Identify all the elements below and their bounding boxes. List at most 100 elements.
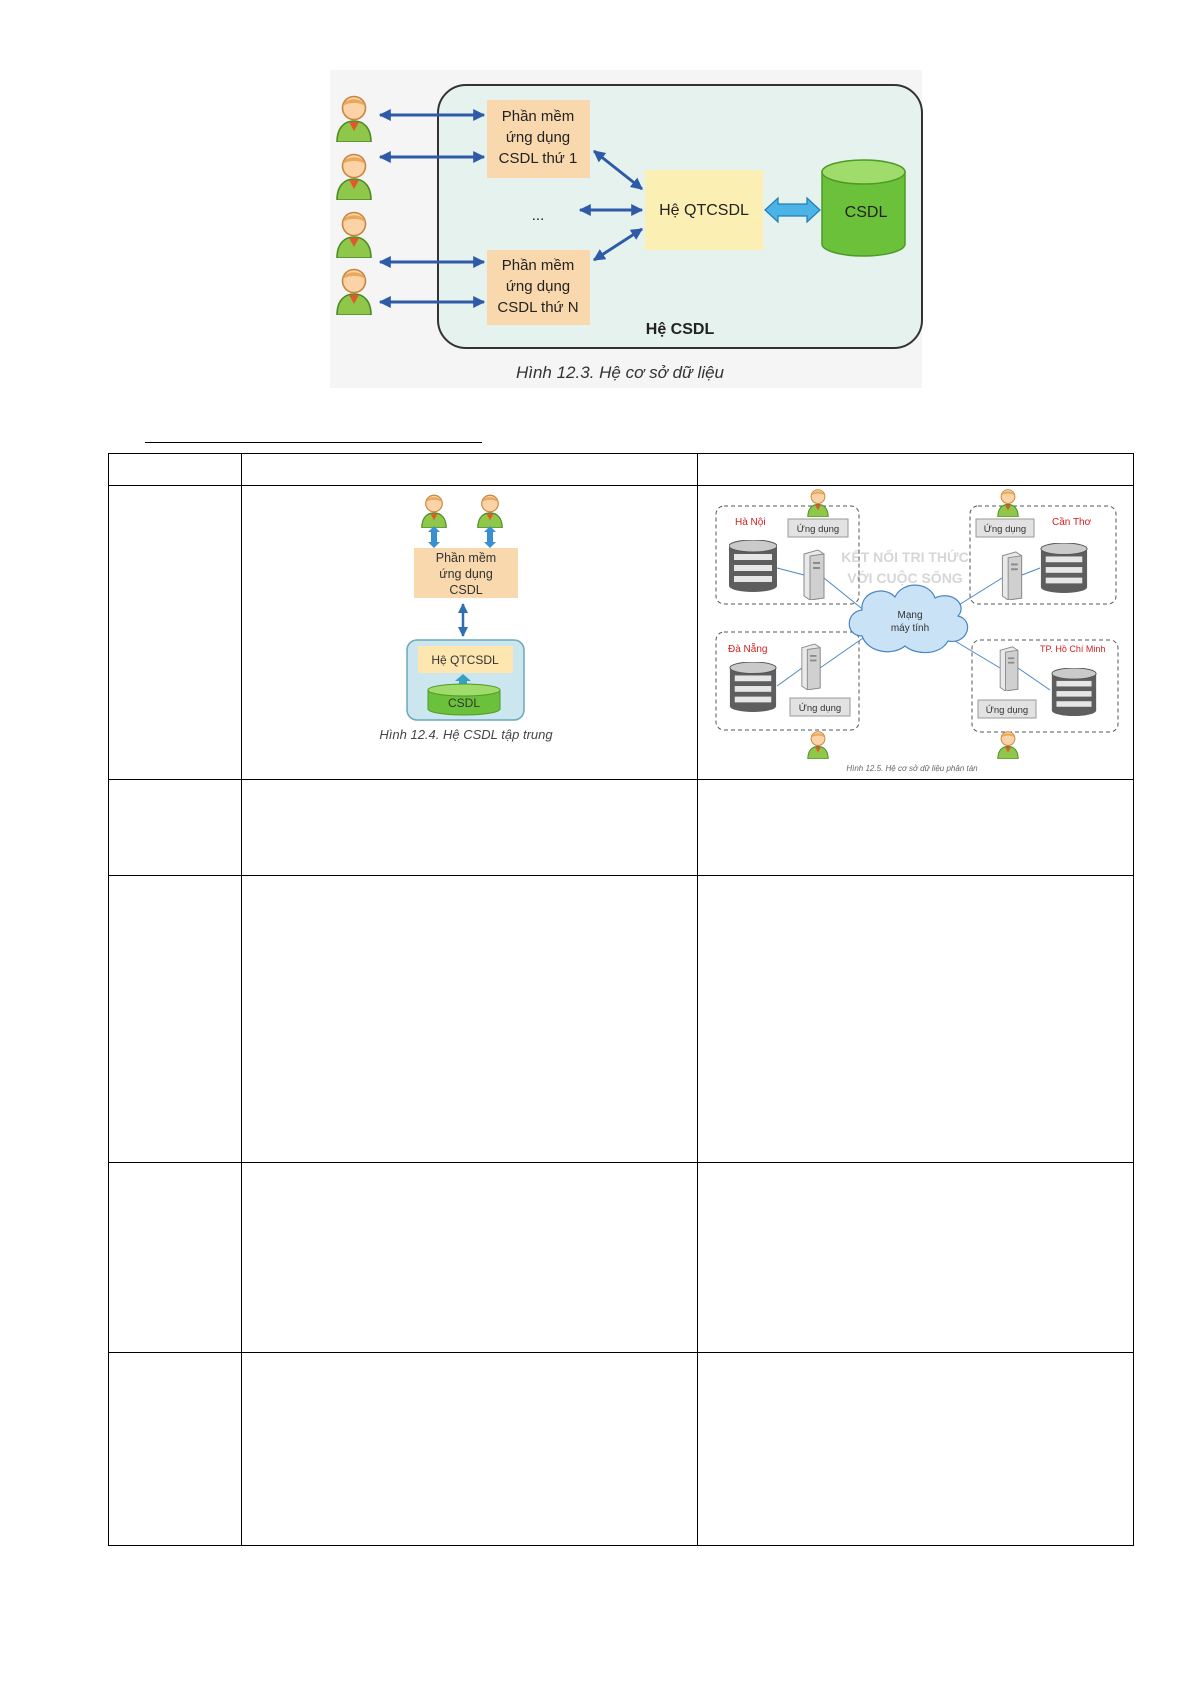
dbms-database-arrow <box>764 196 821 224</box>
server-icon <box>999 646 1019 691</box>
figure-database-system: Phần mềm ứng dụng CSDL thứ 1 ... Phần mề… <box>330 70 923 388</box>
person-icon <box>477 494 503 528</box>
database-label: CSDL <box>448 696 480 710</box>
database-icon-top <box>427 683 501 697</box>
dbms-label: Hệ QTCSDL <box>431 653 499 667</box>
table-cell <box>108 1162 242 1353</box>
app-dbms-arrow <box>593 149 643 191</box>
table-cell <box>697 1352 1134 1546</box>
table-row <box>108 1162 1134 1353</box>
app-line: CSDL <box>449 583 482 597</box>
table-cell <box>108 453 242 486</box>
table-cell <box>108 875 242 1163</box>
dbms-box <box>418 646 513 673</box>
table-cell <box>241 1162 698 1353</box>
table-cell <box>697 779 1134 876</box>
server-icon <box>801 643 821 690</box>
person-icon <box>421 494 447 528</box>
app-n-line: CSDL thứ N <box>497 299 578 316</box>
figure-caption: Hình 12.5. Hệ cơ sở dữ liệu phân tán <box>846 764 978 773</box>
worksheet-table <box>108 453 1134 1546</box>
site-label: Đà Nẵng <box>728 642 767 655</box>
table-cell <box>697 1162 1134 1353</box>
table-row <box>108 875 1134 1163</box>
database-label: CSDL <box>845 204 888 221</box>
person-icon <box>807 731 829 759</box>
app-box <box>789 697 851 717</box>
database-icon <box>821 171 906 257</box>
figure-caption: Hình 12.4. Hệ CSDL tập trung <box>379 727 553 742</box>
table-row <box>108 779 1134 876</box>
app-n-line: ứng dụng <box>506 278 570 295</box>
app-box <box>975 518 1035 538</box>
table-cell <box>241 779 698 876</box>
watermark-text: VỚI CUỘC SỐNG <box>847 569 963 586</box>
figure-centralized-database: Phần mềm ứng dụng CSDL Hệ QTCSDL CSDL Hì… <box>379 494 553 742</box>
table-cell <box>241 1352 698 1546</box>
site-danang <box>715 631 860 731</box>
table-cell-figure-centralized <box>241 485 698 780</box>
app-dbms-arrow <box>592 227 644 262</box>
server-icon <box>1001 551 1023 600</box>
network-link <box>949 637 1001 669</box>
app-box <box>787 518 849 538</box>
person-icon <box>997 731 1019 759</box>
user-app-arrow <box>428 526 440 548</box>
network-label: Mạng <box>897 610 922 621</box>
ellipsis: ... <box>532 207 545 224</box>
app-line: Phần mềm <box>436 551 496 565</box>
table-cell <box>241 453 698 486</box>
site-label: Hà Nội <box>735 517 766 528</box>
app-line: ứng dụng <box>439 567 493 581</box>
figure-distributed-database: KẾT NỐI TRI THỨC VỚI CUỘC SỐNG Hà Nội Cầ… <box>715 489 1119 773</box>
app-label: Ứng dụng <box>984 524 1026 535</box>
heading-underline <box>145 442 482 443</box>
table-cell <box>241 875 698 1163</box>
site-cantho <box>969 505 1117 605</box>
database-icon <box>729 540 777 592</box>
app-box <box>977 699 1037 719</box>
server-icon <box>803 549 825 600</box>
app-1-line: Phần mềm <box>502 108 575 125</box>
site-hanoi <box>715 505 860 605</box>
database-icon <box>1040 543 1088 593</box>
figure-caption: Hình 12.3. Hệ cơ sở dữ liệu <box>516 363 725 382</box>
app-box <box>414 548 518 598</box>
app-label: Ứng dụng <box>799 703 841 714</box>
network-link <box>776 667 803 687</box>
app-1-line: ứng dụng <box>506 129 570 146</box>
person-icon <box>997 489 1019 517</box>
network-link <box>776 567 805 576</box>
table-cell <box>697 453 1134 486</box>
table-cell <box>108 485 242 780</box>
network-link <box>819 635 867 669</box>
site-label: Cần Thơ <box>1052 516 1092 528</box>
table-cell <box>108 779 242 876</box>
dbms-box <box>645 170 763 250</box>
table-row <box>108 1352 1134 1546</box>
app-1-line: CSDL thứ 1 <box>499 150 578 167</box>
system-label: Hệ CSDL <box>646 321 715 338</box>
app-n-line: Phần mềm <box>502 257 575 274</box>
table-cell <box>108 1352 242 1546</box>
app-label: Ứng dụng <box>986 705 1028 716</box>
database-icon <box>1051 668 1097 716</box>
network-cloud-icon <box>848 584 969 654</box>
database-icon <box>729 662 777 712</box>
dbms-label: Hệ QTCSDL <box>659 202 749 219</box>
app-box-n <box>487 250 590 325</box>
user-app-arrow <box>484 526 496 548</box>
database-icon <box>427 689 501 716</box>
site-hcmc <box>971 639 1119 733</box>
database-icon-top <box>821 159 906 185</box>
network-link <box>1021 567 1041 576</box>
network-label: máy tính <box>891 623 929 634</box>
network-link <box>823 577 867 613</box>
app-label: Ứng dụng <box>797 524 839 535</box>
network-link <box>1017 667 1051 691</box>
site-label: TP. Hồ Chí Minh <box>1040 644 1105 654</box>
app-box-1 <box>487 100 590 178</box>
table-cell <box>697 875 1134 1163</box>
table-header-row <box>108 453 1134 486</box>
watermark-text: KẾT NỐI TRI THỨC <box>841 548 969 565</box>
